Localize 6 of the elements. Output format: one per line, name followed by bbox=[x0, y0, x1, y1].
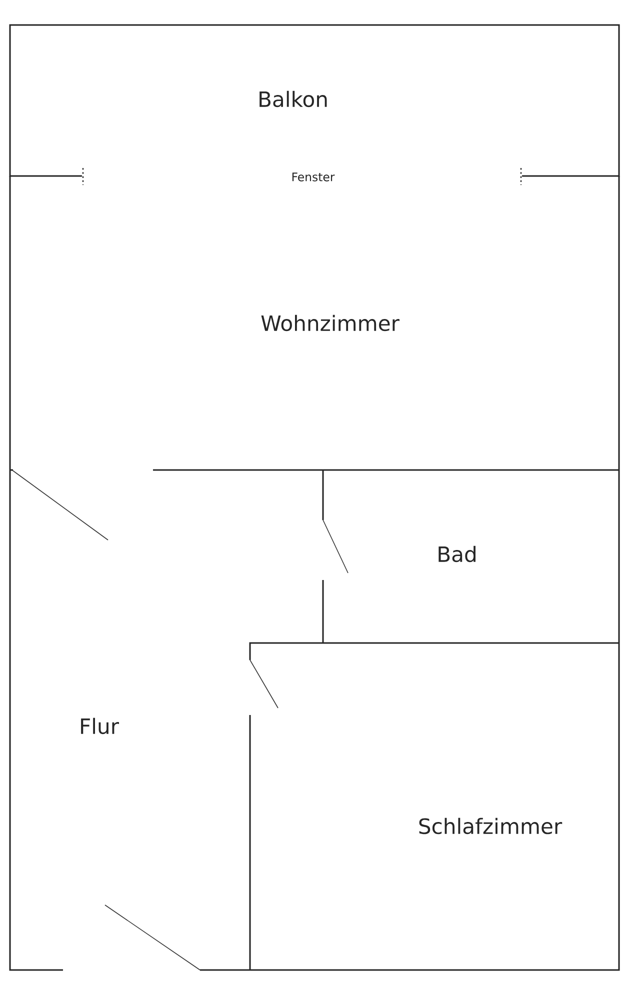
window-label: Fenster bbox=[292, 172, 335, 182]
room-label: Balkon bbox=[260, 90, 327, 108]
room-label: Flur bbox=[81, 718, 120, 734]
room-label: Bad bbox=[438, 546, 476, 562]
room-label: Wohnzimmer bbox=[261, 314, 400, 332]
room-label: Schlafzimmer bbox=[419, 818, 562, 834]
